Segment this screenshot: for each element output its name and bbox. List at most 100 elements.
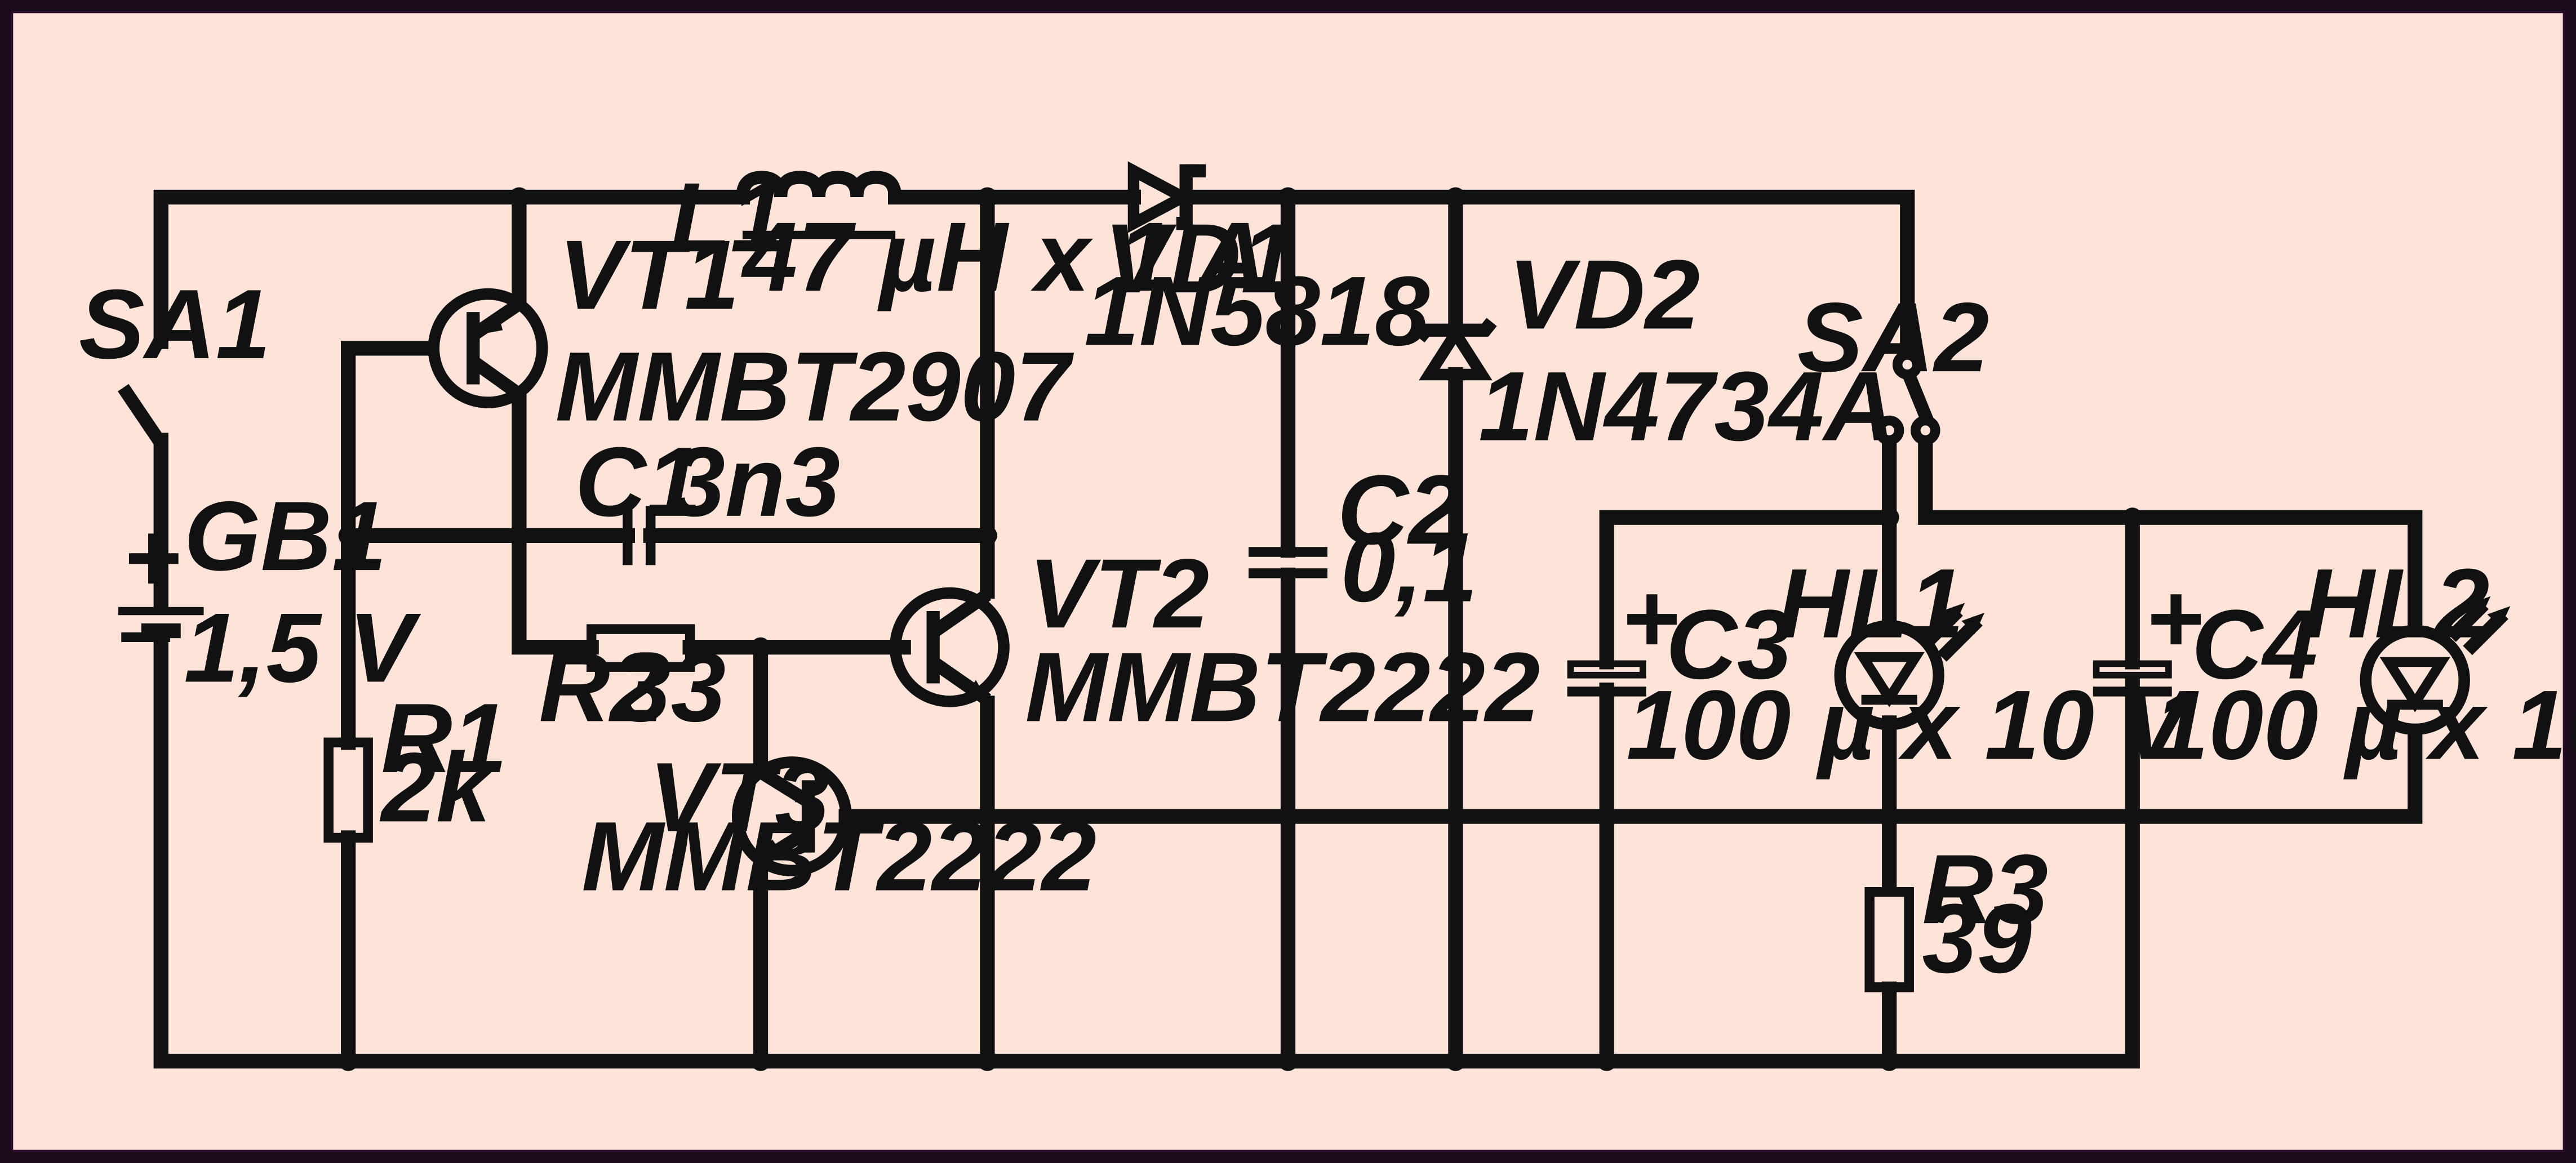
hl1-ray-arrow <box>1942 603 1965 625</box>
r2-value: 33 <box>616 632 726 742</box>
junction-dot <box>2122 507 2143 528</box>
wire-bottom-rail <box>153 630 2140 1069</box>
c3-capacitor <box>1567 660 1646 697</box>
r1-resistor <box>323 737 373 843</box>
hl2-ray-arrow <box>2467 596 2491 618</box>
junction-dot <box>977 1051 997 1071</box>
c2-capacitor <box>1249 547 1327 578</box>
gb1-battery <box>118 607 204 639</box>
c1-capacitor <box>623 506 656 565</box>
c3-ref: C3 <box>1666 590 1792 700</box>
vt3-body <box>731 756 852 877</box>
l1-coil <box>736 171 902 198</box>
r3-resistor <box>1864 887 1914 992</box>
junction-dot <box>1879 1051 1899 1071</box>
c2-ref: C2 <box>1337 455 1463 565</box>
r2-ref: R2 <box>539 632 665 742</box>
vd1-ref: VD1 <box>1104 204 1295 314</box>
vt1-value: MMBT2907 <box>556 332 1075 442</box>
hl2-triangle <box>2379 657 2450 712</box>
sa2-contact <box>1874 415 1904 445</box>
junction-dot <box>1879 507 1899 528</box>
sa2-switch <box>1874 350 1940 445</box>
sa2-contact <box>1911 415 1940 445</box>
sa2-lever <box>1901 368 1935 426</box>
hl1-triangle <box>1854 652 1925 707</box>
c1-value: 3n3 <box>670 427 840 537</box>
vt2-emitter-arrow <box>964 680 988 700</box>
gb1-minus-sign: – <box>118 575 173 685</box>
junction-dot <box>750 1051 771 1071</box>
c4-value: 100 µ x 10 V <box>2154 670 2576 780</box>
vt1-collector-lead <box>469 356 523 400</box>
vt2-body <box>889 587 1010 707</box>
c4-ref: C4 <box>2192 590 2318 700</box>
junction-dot <box>1445 1051 1465 1071</box>
r3-value: 39 <box>1922 884 2032 994</box>
junction-dot <box>1278 1051 1298 1071</box>
vt3-collector-lead <box>757 766 812 808</box>
hl1-body <box>1834 620 1944 730</box>
r1-ref: R1 <box>381 684 507 794</box>
vt3-ref: VT3 <box>649 743 830 853</box>
vt2-collector-lead <box>929 589 992 638</box>
vt2-value: MMBT2222 <box>1025 632 1540 742</box>
junction-dot <box>1879 806 1899 827</box>
r3-ref: R3 <box>1922 835 2049 944</box>
l1-ref: L1 <box>670 163 785 273</box>
vd2-triangle <box>1419 323 1493 381</box>
vd2-ref: VD2 <box>1508 240 1700 350</box>
sa1-contact <box>118 384 167 448</box>
wire-vt3-base <box>838 725 2423 824</box>
vt3-value: MMBT2222 <box>581 802 1096 912</box>
labels: SA1 + – GB1 1,5 V L1 47 µH x 1 A VT1 MMB… <box>79 163 2576 993</box>
junction-dots <box>338 187 2143 1071</box>
junction-dot <box>1445 187 1465 207</box>
gb1-ref: GB1 <box>184 482 387 591</box>
junction-dot <box>338 525 358 546</box>
wire-top-right <box>1175 189 1915 359</box>
gb1-value: 1,5 V <box>184 593 421 703</box>
vd2-value: 1N4734A <box>1478 352 1895 462</box>
junction-dot <box>338 1051 358 1071</box>
gb1-plus-sign: + <box>125 503 183 613</box>
hl2-led <box>2360 596 2511 736</box>
wire-vt1-collector <box>512 386 599 655</box>
vt3-transistor <box>731 756 852 877</box>
l1-inductor <box>736 171 902 239</box>
wire-top-left <box>153 189 750 349</box>
junction-dot <box>509 187 529 207</box>
hl1-led <box>1834 603 1985 730</box>
sa2-ref: SA2 <box>1797 283 1989 393</box>
sa2-contact <box>1893 350 1922 380</box>
vt1-emitter-arrow <box>476 312 503 335</box>
junction-dot <box>1278 187 1298 207</box>
vd1-diode <box>1127 161 1206 233</box>
hl2-ray-arrow <box>2487 606 2511 628</box>
wires <box>153 189 2423 1069</box>
c4-plate-positive <box>2093 660 2172 679</box>
sa1-ref: SA1 <box>79 270 270 380</box>
vt3-emitter-arrow <box>761 839 784 861</box>
vd1-value: 1N5818 <box>1084 256 1430 366</box>
junction-dot <box>977 525 997 546</box>
vt2-transistor <box>889 587 1010 707</box>
vt1-ref: VT1 <box>558 220 739 330</box>
r1-value: 2k <box>379 733 495 843</box>
l1-value: 47 µH x 1 A <box>741 202 1267 312</box>
hl2-ref: HL2 <box>2303 549 2489 659</box>
r2-resistor <box>586 624 695 672</box>
hl1-ray-arrow <box>1961 612 1985 634</box>
junction-dot <box>977 187 997 207</box>
c4-plus-sign: + <box>2147 564 2205 674</box>
wire-vt1-base <box>341 341 438 750</box>
vt1-transistor <box>428 288 548 408</box>
junction-dot <box>1597 1051 1617 1071</box>
vd2-bar <box>1414 318 1497 343</box>
wire-c3-top <box>1599 433 1897 670</box>
sa1-switch <box>118 384 167 448</box>
vd2-zener <box>1414 318 1497 381</box>
c4-capacitor <box>2093 660 2172 697</box>
